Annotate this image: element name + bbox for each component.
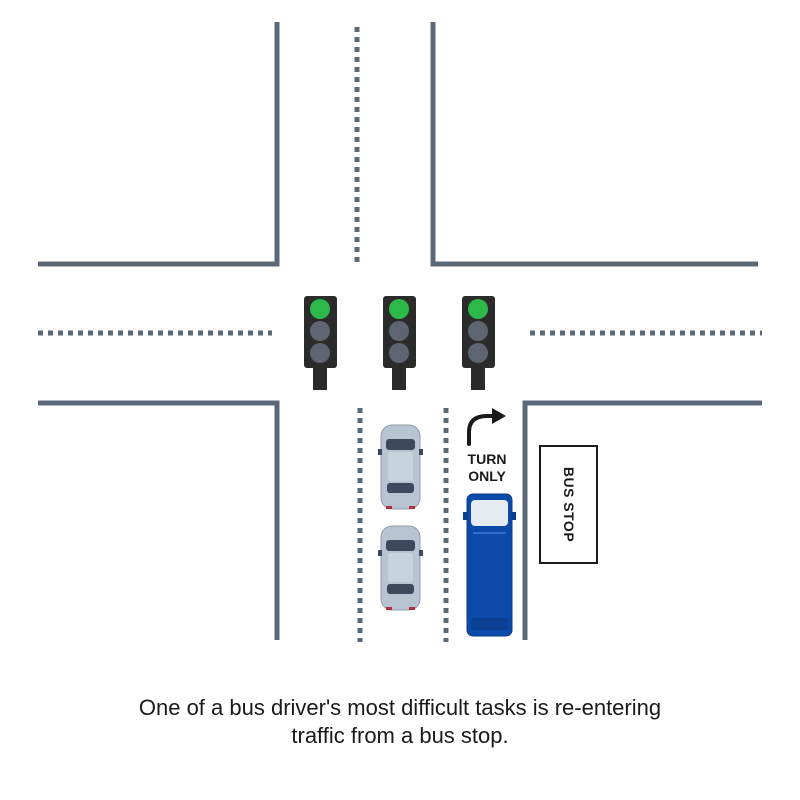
signal-amber-lamp [468, 321, 488, 341]
signal-pole [392, 368, 406, 390]
car-roof [388, 452, 413, 481]
car [378, 424, 423, 510]
car-mirror-right [419, 449, 423, 455]
car-taillight-left [386, 607, 392, 610]
bus [463, 493, 516, 637]
signal-amber-lamp [310, 321, 330, 341]
traffic-light [383, 296, 416, 390]
traffic-light [462, 296, 495, 390]
caption-line-1: One of a bus driver's most difficult tas… [138, 695, 662, 720]
signal-red-lamp [310, 343, 330, 363]
car-windshield [386, 540, 415, 551]
bus-stop-sign: BUS STOP [539, 445, 598, 564]
signal-green-lamp [389, 299, 409, 319]
signal-green-lamp [468, 299, 488, 319]
car-taillight-left [386, 506, 392, 509]
caption-line-2: traffic from a bus stop. [291, 723, 509, 748]
bus-stop-label: BUS STOP [561, 467, 577, 542]
curb-top-right [430, 22, 758, 267]
turn-only-line1: TURN [468, 451, 507, 467]
car-rear-window [387, 584, 414, 594]
signal-green-lamp [310, 299, 330, 319]
car-mirror-left [378, 550, 382, 556]
curb-bottom-left [38, 400, 280, 640]
bus-mirror-left [463, 512, 467, 520]
turn-only-line2: ONLY [468, 468, 506, 484]
bus-windshield [471, 500, 508, 526]
car-roof [388, 553, 413, 582]
signal-amber-lamp [389, 321, 409, 341]
car-rear-window [387, 483, 414, 493]
right-turn-arrow-icon [467, 408, 506, 446]
lane-markings [38, 27, 762, 642]
bus-roof-line [473, 532, 506, 534]
car [378, 525, 423, 611]
car-mirror-right [419, 550, 423, 556]
bus-mirror-right [512, 512, 516, 520]
caption: One of a bus driver's most difficult tas… [0, 694, 800, 750]
car-taillight-right [409, 506, 415, 509]
signal-red-lamp [389, 343, 409, 363]
curb-top-left [38, 22, 280, 267]
road-edges [38, 22, 762, 640]
bus-stop-sign-frame [539, 445, 598, 564]
car-mirror-left [378, 449, 382, 455]
curb-bottom-right [522, 400, 762, 640]
signal-red-lamp [468, 343, 488, 363]
car-taillight-right [409, 607, 415, 610]
bus-body [466, 493, 513, 637]
traffic-light [304, 296, 337, 390]
signal-pole [471, 368, 485, 390]
car-windshield [386, 439, 415, 450]
bus-rear-panel [471, 618, 508, 630]
signal-pole [313, 368, 327, 390]
